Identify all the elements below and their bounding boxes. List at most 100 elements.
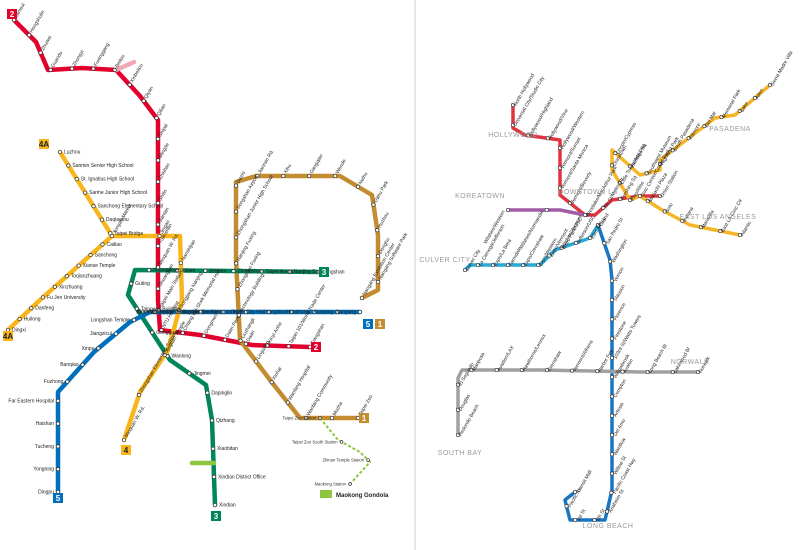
station-zhinan-temple-station [366, 458, 370, 462]
station-vermont-beverly [568, 200, 573, 206]
label-st-ignatius-high-school: St. Ignatius High School [81, 177, 134, 183]
station-norwalk [695, 369, 701, 375]
station-banqiao [80, 362, 85, 367]
label-sanchong-elementary-school: Sanchong Elementary School [98, 204, 164, 210]
station-willow-st [609, 471, 615, 476]
station-dahu-park [371, 202, 376, 207]
station-longshan-temple [131, 317, 137, 323]
label-wardlow: Wardlow [613, 437, 628, 457]
label-taipei-arena: Taipei Arena [266, 269, 294, 275]
station-washington [608, 259, 613, 264]
station-zhishan [155, 179, 161, 184]
label-transit-mall: Transit Mall [576, 469, 594, 494]
station-east-la-civic-ctr [718, 229, 723, 234]
station-5th-st [592, 517, 597, 523]
station-luzhou [57, 149, 63, 155]
station-wilshire-vermont [582, 212, 588, 218]
station-vermont-santa-monica [557, 185, 563, 190]
station-nanjing-sanmin [287, 269, 292, 274]
badge-green-bottom [211, 511, 221, 521]
station-shipai [155, 136, 161, 141]
station-del-amo [609, 432, 615, 438]
station-highland-park [657, 161, 663, 166]
label-gangqian: Gangqian [309, 153, 325, 175]
label-gongguan: Gongguan [156, 330, 180, 336]
station-yongan-market [109, 233, 115, 239]
station-willowbrook [609, 375, 615, 380]
label-nanshijiao: Nanshijiao [180, 239, 197, 262]
district-pasadena: PASADENA [709, 126, 751, 133]
station-tucheng [55, 444, 61, 449]
line-maokong-gondola [319, 417, 372, 485]
station-xingtian-temple [162, 352, 167, 358]
label-ximen: Ximen [181, 268, 195, 274]
station-expo-la-brea [490, 262, 496, 268]
station-1st-st [573, 517, 578, 523]
station-zhongxiao-dunhua [221, 309, 226, 315]
line-orange-main [109, 233, 185, 443]
station-23rd-st [588, 235, 593, 240]
label-jingmei: Jingmei [193, 371, 210, 377]
station-dapinglin [205, 390, 210, 395]
label-wanfang-community: Wanfang Community [306, 373, 335, 417]
label-sanchong: Sanchong [95, 253, 118, 259]
station-nangang [357, 309, 363, 315]
station-xihu [281, 173, 286, 179]
station-jiangzicui [113, 331, 118, 336]
label-xindian-district-office: Xindian District Office [218, 474, 266, 480]
line-la-green [456, 368, 700, 437]
station-grand [595, 222, 601, 228]
label-zhuwei: Zhuwei [40, 35, 53, 52]
badge-green-bottom-text: 3 [214, 512, 219, 521]
label-allen: Allen [754, 88, 765, 101]
label-far-eastern-hospital: Far Eastern Hospital [8, 398, 54, 404]
station-xindian [212, 502, 218, 508]
label-xinbeitou: Xinbeitou [129, 63, 145, 84]
station-xinzhuang [52, 284, 57, 289]
station-expo-western [536, 262, 541, 268]
station-pershing-sq [618, 196, 623, 201]
label-fuzhong: Fuzhong [44, 379, 64, 385]
label-xinpu: Xinpu [82, 346, 95, 352]
station-sanchong [88, 252, 93, 258]
station-minquan-w-rd [155, 265, 161, 270]
station-taipower-building [134, 306, 139, 311]
station-vermont-sunset [557, 165, 563, 170]
gondola-legend-label: Maokong Gondola [336, 493, 389, 499]
station-hongshulin [27, 33, 32, 38]
badge-gold-bottom-text: 1 [362, 414, 367, 423]
label-hongshulin: Hongshulin [29, 9, 47, 34]
station-dongmen [201, 333, 206, 338]
label-linguang: Linguang [256, 339, 272, 360]
label-kunyang: Kunyang [313, 310, 333, 316]
station-compton [609, 394, 615, 399]
label-sanmin-senior-high-school: Sanmin Senior High School [72, 163, 133, 169]
station-aviation-lax [494, 367, 499, 373]
label-taipei-zoo-south-station: Taipei Zoo South Station [292, 439, 338, 444]
station-nanshijiao [178, 260, 183, 266]
station-heritage-sq [628, 164, 633, 169]
station-linguang [254, 359, 259, 364]
label-xinyi-anhe: Xinyi Anhe [267, 321, 284, 345]
station-la-cienega-jefferson [475, 262, 481, 268]
station-soto [662, 209, 667, 214]
label-muzha: Muzha [332, 401, 345, 417]
label-artesia: Artesia [613, 402, 626, 419]
station-xinpu [96, 346, 101, 351]
station-hollywood-western [557, 145, 563, 150]
label-grand: Grand [599, 212, 611, 227]
station-daan [243, 341, 248, 346]
station-lakewood-bl [670, 369, 675, 375]
station-wende [333, 173, 338, 179]
label-huzhou: Huzhou [377, 211, 391, 229]
station-mariachi-plaza [645, 198, 650, 204]
station-taipei-arena [259, 269, 264, 274]
station-expo-vermont [547, 253, 552, 258]
label-yongchun: Yongchun [266, 310, 288, 316]
station-houshanpi [312, 309, 317, 315]
label-hawthorne-lennox: Hawthorne/Lennox [521, 333, 547, 373]
station-xiaonanmen [146, 268, 152, 273]
label-xindian: Xindian [219, 503, 236, 509]
